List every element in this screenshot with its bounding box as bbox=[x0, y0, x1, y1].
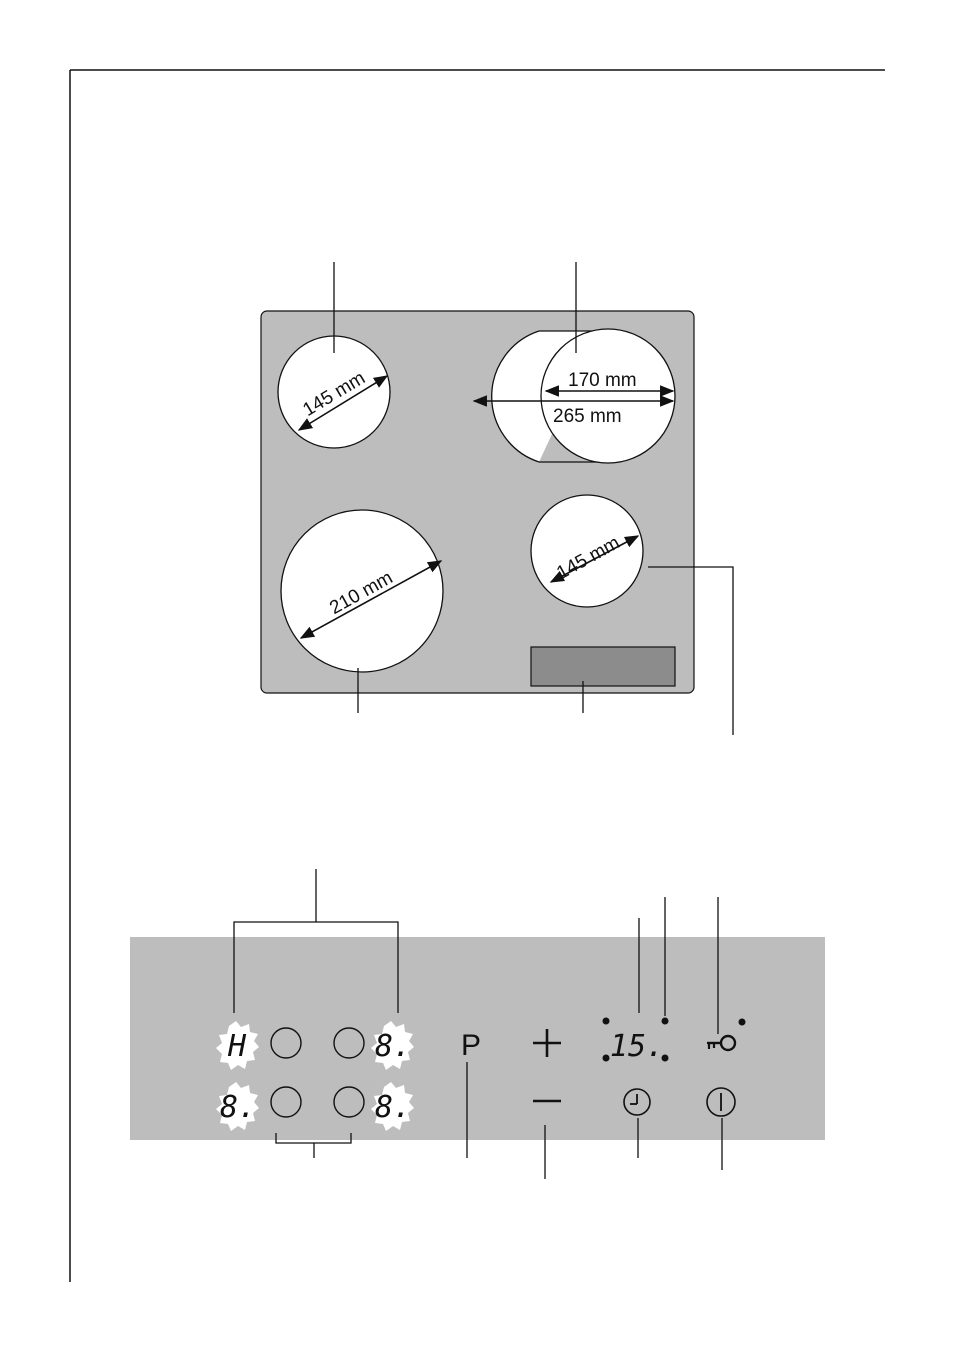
display-front-left-value: 8. bbox=[220, 1090, 256, 1125]
timer-display: 15. bbox=[610, 1029, 664, 1064]
zone-rear-right-inner-label: 170 mm bbox=[568, 370, 637, 391]
zone-rear-right-outer-label: 265 mm bbox=[553, 406, 622, 427]
zone-rear-right-inner bbox=[541, 329, 675, 463]
display-rear-right-value: 8. bbox=[375, 1029, 411, 1064]
display-rear-left-value: H bbox=[227, 1029, 247, 1064]
program-button[interactable]: P bbox=[461, 1029, 481, 1062]
display-rear-right: 8. bbox=[371, 1021, 414, 1070]
display-front-right: 8. bbox=[371, 1082, 414, 1131]
timer-indicator-dot-top-right bbox=[662, 1018, 669, 1025]
key-lock-indicator-dot bbox=[739, 1019, 746, 1026]
display-front-left: 8. bbox=[216, 1082, 259, 1131]
timer-indicator-dot-top-left bbox=[603, 1018, 610, 1025]
cooktop-control-strip bbox=[531, 647, 675, 686]
display-front-right-value: 8. bbox=[375, 1090, 411, 1125]
timer-indicator-dot-bottom-left bbox=[603, 1055, 610, 1062]
